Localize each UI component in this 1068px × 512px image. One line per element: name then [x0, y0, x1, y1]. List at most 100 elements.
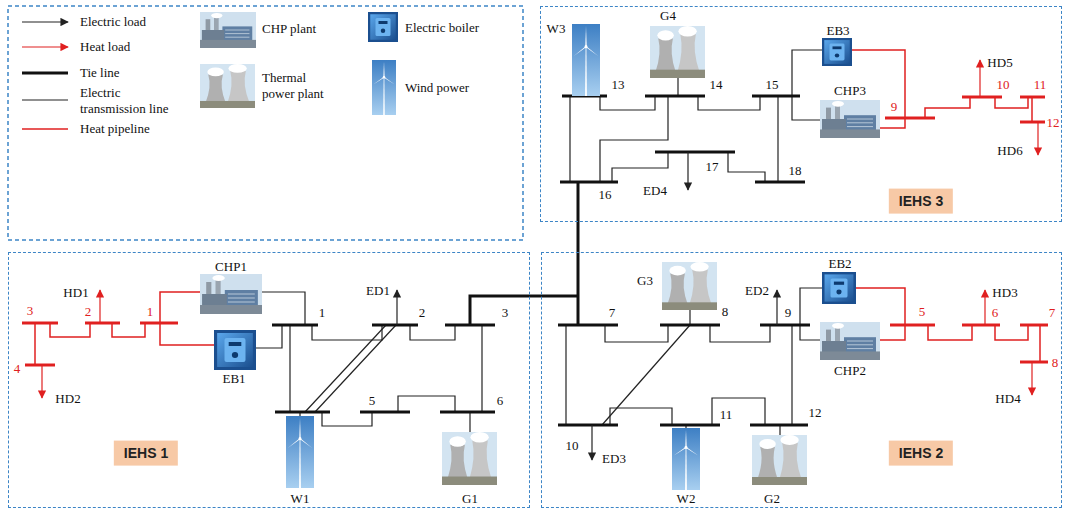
bus-number: 2 [419, 306, 426, 319]
heat-pipeline [160, 292, 200, 323]
bus-number: 7 [609, 306, 616, 319]
component-name: EB2 [828, 257, 851, 270]
transmission-line [612, 152, 668, 182]
electric-bus [360, 411, 410, 414]
heat-pipeline [1039, 325, 1041, 362]
load-name: HD4 [995, 392, 1020, 405]
transmission-line [677, 78, 678, 96]
transmission-line [600, 96, 668, 182]
electric-bus [760, 324, 810, 327]
component-name: EB3 [826, 24, 849, 37]
load-name: HD5 [987, 56, 1012, 69]
transmission-line [312, 325, 382, 340]
transmission-line [315, 325, 396, 412]
component-name: CHP2 [834, 364, 866, 377]
heat-node-number: 4 [14, 362, 21, 375]
component-name: W2 [677, 492, 696, 505]
heat-bus [1020, 121, 1045, 124]
electric-load-arrow [397, 152, 777, 460]
electric-bus [372, 324, 418, 327]
transmission-line [605, 325, 668, 342]
heat-node-number: 2 [85, 305, 92, 318]
electric-bus [645, 95, 705, 98]
transmission-line [792, 96, 820, 120]
heat-node-number: 6 [992, 306, 999, 319]
heat-bus [885, 117, 935, 120]
heat-pipeline [34, 323, 36, 365]
component-name: G4 [660, 9, 676, 22]
load-name: HD2 [55, 392, 80, 405]
load-name: ED1 [366, 284, 390, 297]
plant-icon [572, 24, 600, 96]
transmission-line [256, 325, 282, 348]
heat-node-number: 7 [1049, 306, 1056, 319]
transmission-line [481, 325, 482, 412]
component-name: CHP1 [215, 260, 247, 273]
heat-bus [962, 96, 1002, 99]
heat-pipeline [995, 97, 1028, 108]
tie-line [577, 252, 580, 325]
transmission-line [800, 325, 820, 340]
load-name: ED2 [745, 284, 769, 297]
transmission-line [710, 325, 770, 342]
transmission-line [569, 96, 570, 182]
heat-bus [85, 322, 120, 325]
load-name: HD1 [63, 286, 88, 299]
transmission-line [791, 325, 792, 425]
heat-bus [22, 97, 1048, 365]
bus-number: 1 [319, 306, 326, 319]
legend-icon [200, 12, 256, 48]
heat-pipeline [112, 323, 145, 337]
transmission-line [698, 96, 760, 110]
legend-icon [372, 60, 396, 115]
bus-number: 3 [502, 306, 509, 319]
bus-number: 5 [369, 394, 376, 407]
transmission-line [398, 396, 455, 412]
legend-text: Thermal power plant [262, 70, 334, 101]
transmission-line [689, 310, 690, 325]
electric-bus [558, 324, 618, 327]
heat-bus [140, 322, 178, 325]
heat-node-number: 5 [919, 305, 926, 318]
legend-icon [200, 12, 398, 115]
transmission-line [565, 325, 566, 425]
system-region: IEHS 3 [540, 6, 1062, 222]
electric-bus [440, 411, 495, 414]
electric-load-arrow [591, 425, 592, 460]
legend-sample [22, 21, 68, 22]
legend-text: Electric transmission line [80, 85, 185, 116]
bus-number: 12 [809, 406, 822, 419]
transmission-line [262, 292, 305, 325]
component-name: W3 [547, 22, 566, 35]
electric-bus [660, 324, 720, 327]
tie-line [541, 295, 578, 298]
component-name: EB1 [222, 372, 245, 385]
heat-pipeline [880, 325, 905, 340]
legend-icon [200, 64, 255, 108]
heat-load-arrow [99, 290, 100, 323]
heat-pipeline [50, 323, 90, 337]
bus-number: 9 [785, 306, 792, 319]
legend-sample [22, 128, 68, 130]
tie-line [470, 296, 530, 325]
bus-number: 13 [612, 78, 625, 91]
legend-text: Electric boiler [405, 20, 479, 36]
legend-text: Wind power [405, 80, 469, 96]
heat-node-number: 1 [147, 305, 154, 318]
heat-node-number: 8 [1052, 356, 1059, 369]
electric-bus [752, 95, 800, 98]
plant-icon [820, 322, 880, 360]
electric-bus [750, 424, 808, 427]
bus-number: 16 [599, 188, 612, 201]
transmission-line [305, 325, 386, 412]
electric-bus [755, 181, 805, 184]
legend-text: Heat load [80, 39, 130, 55]
electric-bus [560, 181, 618, 184]
bus-number: 15 [766, 78, 779, 91]
bus-number: 18 [789, 164, 802, 177]
legend-sample [22, 72, 68, 75]
plant-icon [650, 26, 705, 78]
legend-frame [8, 6, 523, 240]
